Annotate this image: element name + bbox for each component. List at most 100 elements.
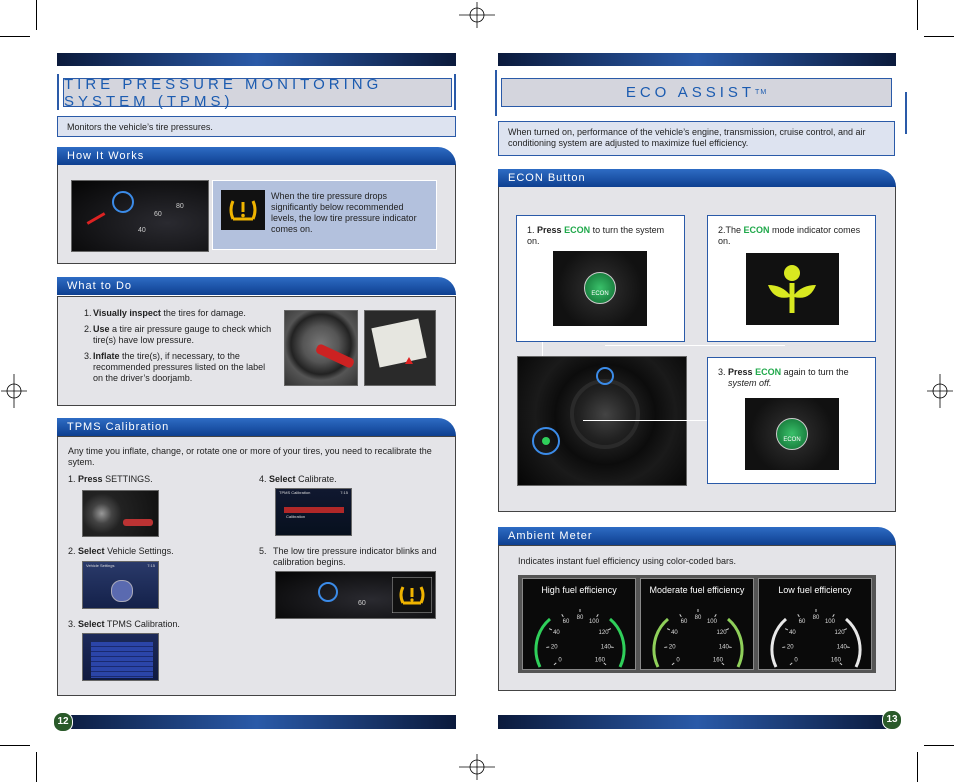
tpms-warning-icon bbox=[221, 190, 265, 230]
calibration-intro: Any time you inflate, change, or rotate … bbox=[68, 446, 432, 467]
gauge-tick-label: 140 bbox=[601, 644, 612, 650]
gauge-tick-label: 160 bbox=[831, 658, 842, 664]
callout-line bbox=[583, 420, 707, 421]
gauge-tick-label: 0 bbox=[558, 658, 562, 664]
page-number: 13 bbox=[882, 710, 902, 730]
header-bar bbox=[57, 53, 456, 66]
gauge-tick-label: 100 bbox=[589, 619, 600, 625]
crop-mark bbox=[917, 752, 918, 782]
section-heading: What to Do bbox=[57, 277, 456, 295]
settings-knob-photo bbox=[82, 490, 159, 537]
econ-leaf-icon bbox=[768, 265, 816, 313]
gauge-tick-label: 20 bbox=[551, 644, 558, 650]
instrument-cluster-image: 60 40 80 bbox=[71, 180, 209, 252]
section-heading: How It Works bbox=[57, 147, 456, 165]
calibration-step-2: 2. Select Vehicle Settings. bbox=[68, 546, 174, 556]
footer-bar bbox=[57, 715, 456, 729]
registration-mark-icon bbox=[459, 2, 495, 28]
registration-mark-icon bbox=[459, 754, 495, 780]
vehicle-settings-screen: Vehicle Settings 7:15 bbox=[82, 561, 159, 609]
calibration-step-4: 4. Select Calibrate. bbox=[259, 474, 337, 484]
econ-step-2-text: 2.The ECON mode indicator comes on. bbox=[718, 225, 861, 246]
section-heading: ECON Button bbox=[498, 169, 896, 187]
registration-mark-icon bbox=[927, 374, 953, 408]
gauge-tick-label: 40 bbox=[553, 630, 560, 636]
econ-button-photo: ECON bbox=[745, 398, 839, 470]
tpms-warning-icon bbox=[392, 577, 432, 613]
gauge-tick-label: 80 bbox=[813, 615, 820, 621]
crop-mark bbox=[917, 0, 918, 30]
gauge-tick-label: 120 bbox=[835, 630, 846, 636]
page-title: TIRE PRESSURE MONITORING SYSTEM (TPMS) bbox=[64, 75, 383, 110]
crop-mark bbox=[924, 36, 954, 37]
gauge-tick-label: 20 bbox=[787, 644, 794, 650]
crop-mark bbox=[36, 752, 37, 782]
econ-step-3-box: 3. Press ECON again to turn the system o… bbox=[707, 357, 876, 484]
highlight-circle bbox=[596, 367, 614, 385]
gauge-tick-label: 60 bbox=[681, 619, 688, 625]
meter-label: Moderate fuel efficiency bbox=[649, 585, 745, 595]
ambient-meter-intro: Indicates instant fuel efficiency using … bbox=[518, 556, 736, 566]
highlight-circle bbox=[112, 191, 134, 213]
what-to-do-steps: 1. Visually inspect the tires for damage… bbox=[84, 308, 274, 384]
highlight-circle bbox=[532, 427, 560, 455]
crop-mark bbox=[36, 0, 37, 30]
econ-button[interactable]: ECON bbox=[776, 418, 808, 450]
meter-label: High fuel efficiency bbox=[541, 585, 617, 595]
intro-box: Monitors the vehicle’s tire pressures. bbox=[57, 116, 456, 137]
gauge-tick-label: 0 bbox=[676, 658, 680, 664]
econ-button-photo: ECON bbox=[553, 251, 647, 326]
gauge-tick-label: 20 bbox=[669, 644, 676, 650]
gauge-tick-label: 60 bbox=[563, 619, 570, 625]
calibration-step-3: 3. Select TPMS Calibration. bbox=[68, 619, 180, 629]
gauge-tick-label: 160 bbox=[713, 658, 724, 664]
steering-wheel-photo bbox=[517, 356, 687, 486]
title-bracket bbox=[905, 92, 907, 134]
intro-text: Monitors the vehicle’s tire pressures. bbox=[67, 122, 213, 132]
gauge-tick-label: 80 bbox=[577, 615, 584, 621]
econ-step-1-box: 1. Press ECON to turn the system on. ECO… bbox=[516, 215, 685, 342]
header-bar bbox=[498, 53, 896, 66]
callout-line bbox=[542, 342, 543, 356]
calibrate-screen: TPMS Calibration 7:15 Calibration bbox=[275, 488, 352, 536]
crop-mark bbox=[0, 36, 30, 37]
tire-gauge-photo bbox=[284, 310, 358, 386]
gauge-tick-label: 40 bbox=[789, 630, 796, 636]
econ-step-2-box: 2.The ECON mode indicator comes on. bbox=[707, 215, 876, 342]
crop-mark bbox=[924, 745, 954, 746]
step-item: 3. Inflate the tire(s), if necessary, to… bbox=[84, 351, 266, 383]
callout-line bbox=[605, 345, 785, 346]
intro-box: When turned on, performance of the vehic… bbox=[498, 121, 895, 156]
title-bracket bbox=[495, 70, 497, 116]
gauge-tick-label: 100 bbox=[825, 619, 836, 625]
gauge-tick-label: 140 bbox=[719, 644, 730, 650]
blinking-indicator-cluster: 60 bbox=[275, 571, 436, 619]
description-box: When the tire pressure drops significant… bbox=[212, 180, 437, 250]
gauge-tick-label: 160 bbox=[595, 658, 606, 664]
econ-indicator-photo bbox=[746, 253, 839, 325]
registration-mark-icon bbox=[1, 374, 27, 408]
gauge-tick-label: 80 bbox=[695, 615, 702, 621]
gauge-tick-label: 120 bbox=[717, 630, 728, 636]
econ-step-3-text: 3. Press ECON again to turn the system o… bbox=[718, 367, 849, 388]
title-box: TIRE PRESSURE MONITORING SYSTEM (TPMS) bbox=[63, 75, 452, 110]
section-heading: TPMS Calibration bbox=[57, 418, 456, 436]
gauge-tick-label: 100 bbox=[707, 619, 718, 625]
tpms-calibration-screen bbox=[82, 633, 159, 681]
how-it-works-text: When the tire pressure drops significant… bbox=[271, 191, 417, 234]
footer-bar bbox=[498, 715, 896, 729]
step-item: 2. Use a tire air pressure gauge to chec… bbox=[84, 324, 272, 345]
gauge-tick-label: 120 bbox=[599, 630, 610, 636]
econ-button[interactable]: ECON bbox=[584, 272, 616, 304]
calibration-step-5: 5. The low tire pressure indicator blink… bbox=[259, 546, 437, 567]
gauge-tick-label: 40 bbox=[671, 630, 678, 636]
meter-label: Low fuel efficiency bbox=[778, 585, 852, 595]
